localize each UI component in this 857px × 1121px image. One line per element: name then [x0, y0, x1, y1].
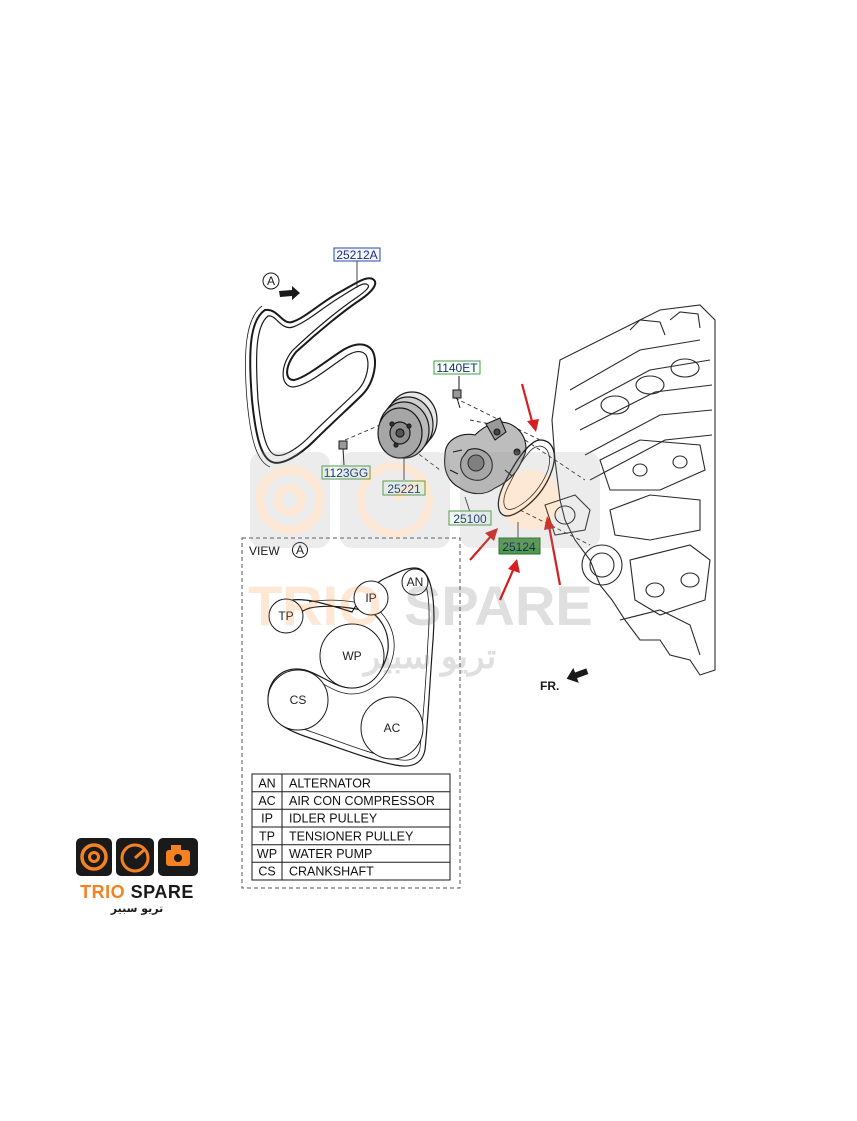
watermark-engine-icon: [460, 452, 600, 548]
legend-name: ALTERNATOR: [289, 776, 371, 790]
bolt-1140et-illustration: [452, 376, 462, 409]
part-tag-25221-text: 25221: [387, 482, 421, 496]
watermark-brand-b: SPARE: [404, 574, 593, 637]
legend-code: WP: [257, 847, 277, 861]
brand-logo-icons: [76, 838, 198, 876]
brand-logo: TRIO SPARE تريو سبير: [74, 836, 200, 918]
part-tag-25100-text: 25100: [453, 512, 487, 526]
part-tag-1123gg-text: 1123GG: [324, 466, 368, 480]
logo-arabic-text: تريو سبير: [110, 902, 164, 915]
watermark-gauge-icon: [340, 452, 450, 548]
view-a-marker-letter: A: [267, 274, 275, 288]
legend-code: IP: [261, 812, 273, 826]
legend-table: AN ALTERNATOR AC AIR CON COMPRESSOR IP IDLER …: [251, 773, 451, 881]
pulley-an: AN: [401, 568, 429, 596]
logo-brand-text: TRIO SPARE: [74, 882, 200, 903]
pulley-cs-label: CS: [290, 693, 307, 707]
pulley-wp-label: WP: [342, 649, 361, 663]
view-a-marker: A: [262, 272, 300, 300]
part-tag-25100[interactable]: 25100: [448, 510, 492, 526]
legend-name: TENSIONER PULLEY: [289, 829, 414, 843]
pulley-ac-label: AC: [384, 721, 401, 735]
view-a-panel: VIEW A AN IP TP WP CS AC: [241, 537, 461, 889]
pulley-tp: TP: [268, 598, 304, 634]
pulley-cs: CS: [267, 669, 329, 731]
watermark-brand-a: TRIO: [248, 574, 382, 637]
red-arrow-icon: [520, 383, 539, 432]
pulley-tp-label: TP: [278, 609, 293, 623]
view-a-title: VIEW: [249, 544, 280, 558]
legend-name: CRANKSHAFT: [289, 865, 374, 879]
pulley-an-label: AN: [407, 575, 424, 589]
legend-code: AN: [258, 776, 275, 790]
legend-name: WATER PUMP: [289, 847, 372, 861]
gasket-illustration: [497, 439, 555, 517]
legend-code: AC: [258, 794, 275, 808]
front-arrow-icon: [566, 667, 589, 683]
logo-brand-b: SPARE: [130, 882, 194, 902]
red-arrow-icon: [544, 516, 562, 586]
legend-name: IDLER PULLEY: [289, 812, 378, 826]
part-tag-25212a[interactable]: 25212A: [333, 247, 381, 262]
pulley-ip-label: IP: [365, 591, 376, 605]
legend-name: AIR CON COMPRESSOR: [289, 794, 435, 808]
damper-pulley-illustration: [377, 391, 438, 459]
watermark-speaker-icon: [250, 452, 330, 548]
part-tag-25212a-text: 25212A: [336, 248, 377, 262]
logo-brand-a: TRIO: [80, 882, 126, 902]
front-label: FR.: [540, 679, 559, 693]
bolt-1123gg-illustration: [338, 440, 348, 466]
part-tag-1140et-text: 1140ET: [436, 361, 478, 375]
red-arrow-icon: [498, 559, 520, 601]
water-pump-illustration: [444, 417, 527, 495]
part-tag-25124-text: 25124: [502, 540, 536, 554]
part-tag-25221[interactable]: 25221: [382, 480, 426, 496]
view-a-title-letter: A: [296, 543, 304, 557]
logo-gauge-icon: [116, 838, 154, 876]
legend-code: TP: [259, 829, 275, 843]
view-a-arrow-icon: [279, 286, 300, 300]
highlight-arrows: [469, 383, 562, 601]
watermark-arabic: تريو سبير: [362, 638, 496, 677]
part-tag-1140et[interactable]: 1140ET: [433, 360, 481, 375]
watermark: TRIO SPARE تريو سبير: [248, 452, 600, 677]
logo-engine-icon: [158, 838, 198, 876]
part-tag-1123gg[interactable]: 1123GG: [321, 465, 371, 480]
logo-speaker-icon: [76, 838, 112, 876]
drive-belt-illustration: [245, 277, 377, 468]
red-arrow-icon: [469, 528, 498, 561]
front-direction-indicator: FR.: [540, 667, 589, 693]
tag-leaders: [356, 260, 519, 538]
part-tag-25124[interactable]: 25124: [498, 537, 541, 555]
legend-code: CS: [258, 865, 275, 879]
pulley-wp: WP: [319, 623, 385, 689]
engine-block-illustration: [544, 304, 716, 676]
pulley-ip: IP: [353, 580, 389, 616]
pulley-ac: AC: [360, 696, 424, 760]
